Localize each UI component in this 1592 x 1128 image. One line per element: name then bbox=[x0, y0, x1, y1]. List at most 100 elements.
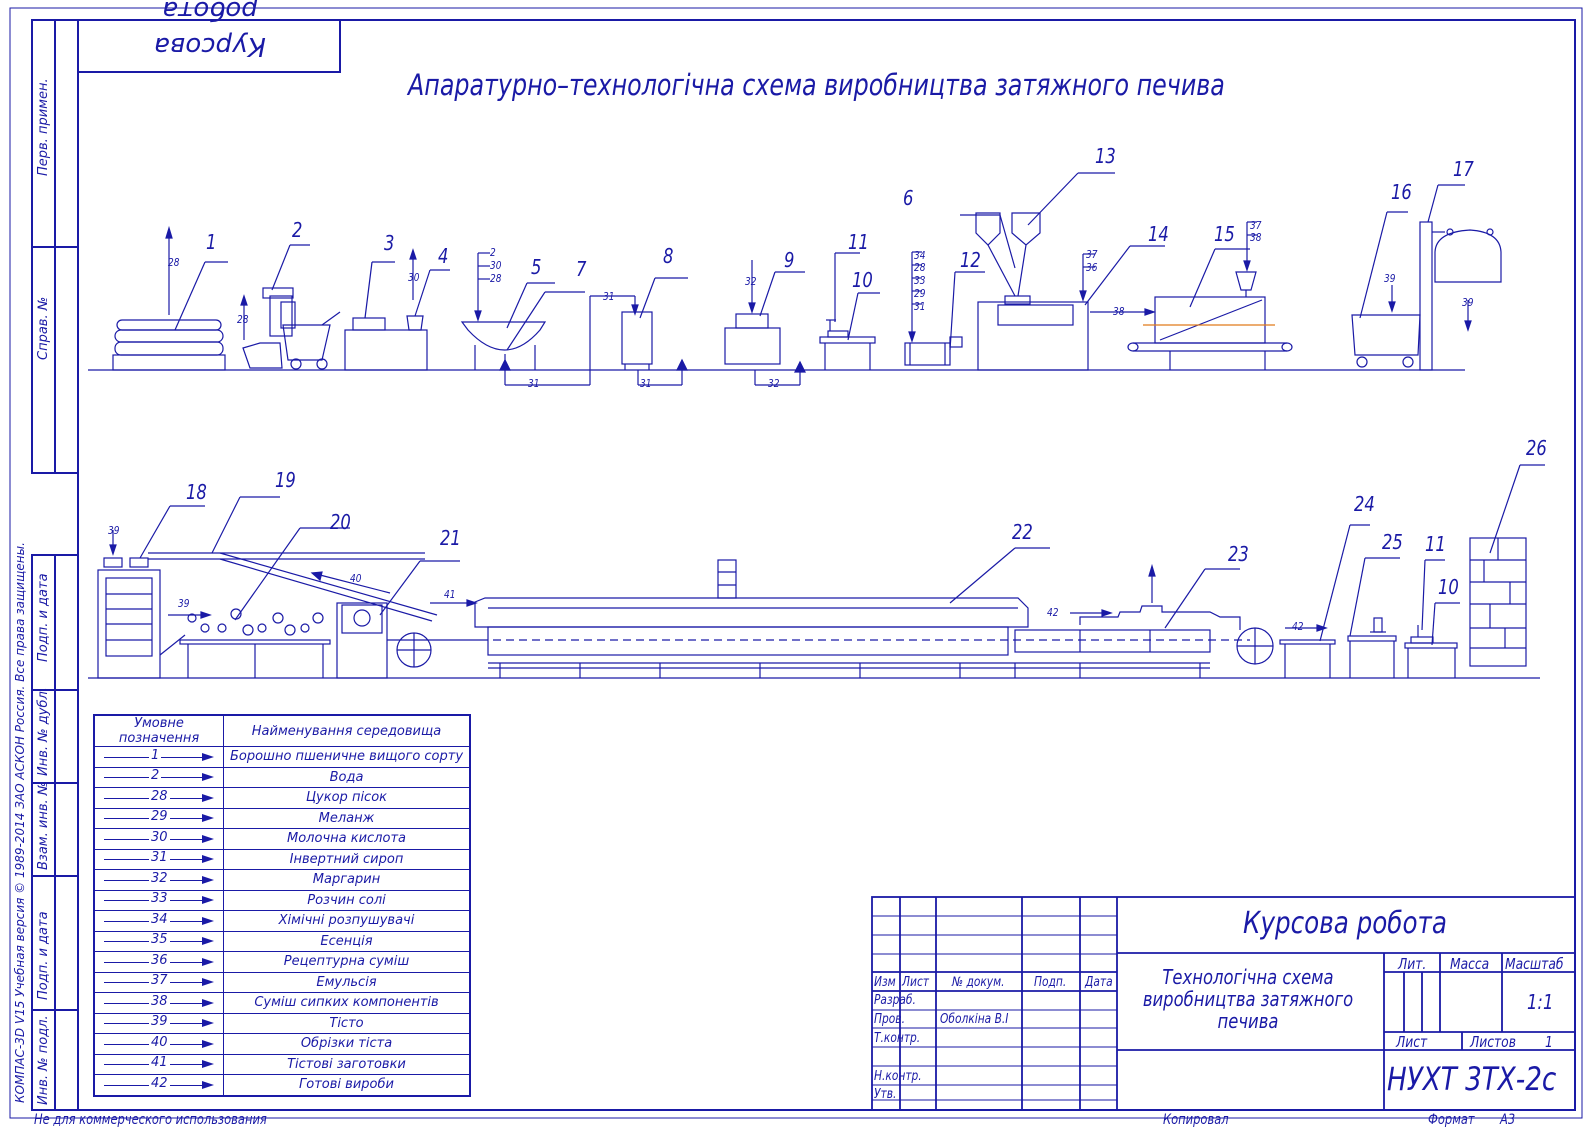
legend-code-cell: 33 bbox=[93, 889, 224, 911]
side-vzam-inv: Взам. инв. № bbox=[36, 781, 51, 870]
flow-number-label: 42 bbox=[1047, 606, 1059, 619]
tb-utv: Утв. bbox=[874, 1087, 897, 1102]
legend-table: Умовне позначення Найменування середовищ… bbox=[93, 714, 471, 1097]
flow-number-label: 39 bbox=[178, 597, 190, 610]
flow-number-label: 28 bbox=[168, 256, 180, 269]
tb-nkontr: Н.контр. bbox=[874, 1069, 922, 1084]
equipment-number-label: 24 bbox=[1354, 492, 1375, 516]
equipment-number-label: 6 bbox=[903, 186, 914, 210]
legend-code-cell: 32 bbox=[93, 869, 224, 891]
tb-desc-1: Технологічна схема bbox=[1162, 965, 1334, 989]
flow-number-label: 39 bbox=[1462, 296, 1474, 309]
equipment-number-label: 18 bbox=[186, 480, 207, 504]
equipment-number-label: 14 bbox=[1148, 222, 1169, 246]
flow-number-label: 31 bbox=[528, 377, 540, 390]
legend-name: Хімічні розпушувачі bbox=[223, 910, 471, 932]
equipment-number-label: 26 bbox=[1526, 436, 1547, 460]
flow-number-label: 32 bbox=[768, 377, 780, 390]
legend-code: 38 bbox=[149, 993, 170, 1009]
legend-header-row: Умовне позначення Найменування середовищ… bbox=[93, 714, 471, 747]
equipment-row-1 bbox=[112, 172, 1502, 386]
legend-name: Тістові заготовки bbox=[223, 1053, 471, 1075]
flow-arrow-icon: 36 bbox=[104, 952, 214, 969]
legend-code: 31 bbox=[149, 850, 170, 866]
legend-code: 39 bbox=[149, 1014, 170, 1030]
legend-code: 40 bbox=[149, 1034, 170, 1050]
footer-noncommercial: Не для коммерческого использования bbox=[34, 1112, 267, 1128]
equipment-number-label: 10 bbox=[1438, 575, 1459, 599]
footer-copied: Копировал bbox=[1163, 1112, 1229, 1128]
legend-code-cell: 41 bbox=[93, 1053, 224, 1075]
legend-code-cell: 1 bbox=[93, 746, 224, 768]
legend-code-cell: 36 bbox=[93, 951, 224, 973]
tb-col-izm: Изм bbox=[874, 975, 896, 990]
legend-name: Цукор пісок bbox=[223, 787, 471, 809]
tb-masshtab: Масштаб bbox=[1505, 955, 1564, 973]
equipment-number-label: 17 bbox=[1453, 157, 1474, 181]
legend-name: Інвертний сироп bbox=[223, 848, 471, 870]
legend-code-cell: 28 bbox=[93, 787, 224, 809]
tb-razrab: Разраб. bbox=[874, 993, 916, 1008]
legend-code-cell: 31 bbox=[93, 848, 224, 870]
flow-number-label: 31 bbox=[640, 377, 652, 390]
legend-name: Суміш сипких компонентів bbox=[223, 992, 471, 1014]
flow-number-label: 39 bbox=[108, 524, 120, 537]
flow-arrow-icon: 40 bbox=[104, 1034, 214, 1051]
flow-number-label: 39 bbox=[1384, 272, 1396, 285]
flow-number-label: 32 bbox=[745, 275, 757, 288]
flow-arrow-icon: 42 bbox=[104, 1075, 214, 1092]
flow-number-label: 34 bbox=[914, 249, 926, 262]
legend-row: 28 Цукор пісок bbox=[93, 787, 471, 809]
flow-arrow-icon: 38 bbox=[104, 993, 214, 1010]
legend-code: 2 bbox=[149, 768, 162, 784]
equipment-number-label: 10 bbox=[852, 268, 873, 292]
tb-desc-3: печива bbox=[1217, 1009, 1279, 1033]
flow-number-label: 30 bbox=[408, 271, 420, 284]
equipment-number-label: 19 bbox=[275, 468, 296, 492]
flow-number-label: 29 bbox=[914, 287, 926, 300]
flow-arrow-icon: 35 bbox=[104, 932, 214, 948]
flow-arrow-icon: 2 bbox=[104, 768, 214, 784]
equipment-number-label: 13 bbox=[1095, 144, 1116, 168]
footer-format: Формат bbox=[1428, 1112, 1475, 1128]
legend-code: 32 bbox=[149, 870, 170, 886]
side-copyright: КОМПАС-3D V15 Учебная версия © 1989-2014… bbox=[13, 542, 27, 1103]
legend-name: Есенція bbox=[223, 930, 471, 952]
legend-code: 35 bbox=[149, 932, 170, 948]
legend-name: Розчин солі bbox=[223, 889, 471, 911]
equipment-number-label: 12 bbox=[960, 248, 981, 272]
flow-number-label: 28 bbox=[490, 272, 502, 285]
flow-number-label: 31 bbox=[914, 300, 926, 313]
legend-row: 33 Розчин солі bbox=[93, 889, 471, 911]
legend-code-cell: 30 bbox=[93, 828, 224, 850]
equipment-number-label: 8 bbox=[663, 244, 674, 268]
flow-arrow-icon: 33 bbox=[104, 891, 214, 907]
tb-tkontr: Т.контр. bbox=[874, 1031, 921, 1046]
tb-col-dokum: № докум. bbox=[952, 975, 1005, 990]
flow-arrow-icon: 32 bbox=[104, 870, 214, 887]
drawing-title: Апаратурно–технологічна схема виробництв… bbox=[408, 68, 1225, 102]
flow-number-label: 2 bbox=[490, 246, 496, 259]
legend-code: 28 bbox=[149, 788, 170, 804]
equipment-number-label: 7 bbox=[576, 257, 587, 281]
flow-number-label: 40 bbox=[350, 572, 362, 585]
legend-code: 36 bbox=[149, 952, 170, 968]
flow-number-label: 31 bbox=[603, 290, 615, 303]
tb-col-list: Лист bbox=[902, 975, 930, 990]
tb-desc-2: виробництва затяжного bbox=[1142, 987, 1354, 1011]
legend-code-cell: 34 bbox=[93, 910, 224, 932]
legend-row: 38 Суміш сипких компонентів bbox=[93, 992, 471, 1014]
legend-code: 42 bbox=[149, 1075, 170, 1091]
tb-listov-label: Листов bbox=[1470, 1033, 1516, 1051]
side-perv-primen: Перв. примен. bbox=[36, 78, 51, 176]
equipment-number-label: 4 bbox=[438, 244, 449, 268]
footer-format-value: А3 bbox=[1500, 1112, 1516, 1128]
legend-code: 34 bbox=[149, 911, 170, 927]
